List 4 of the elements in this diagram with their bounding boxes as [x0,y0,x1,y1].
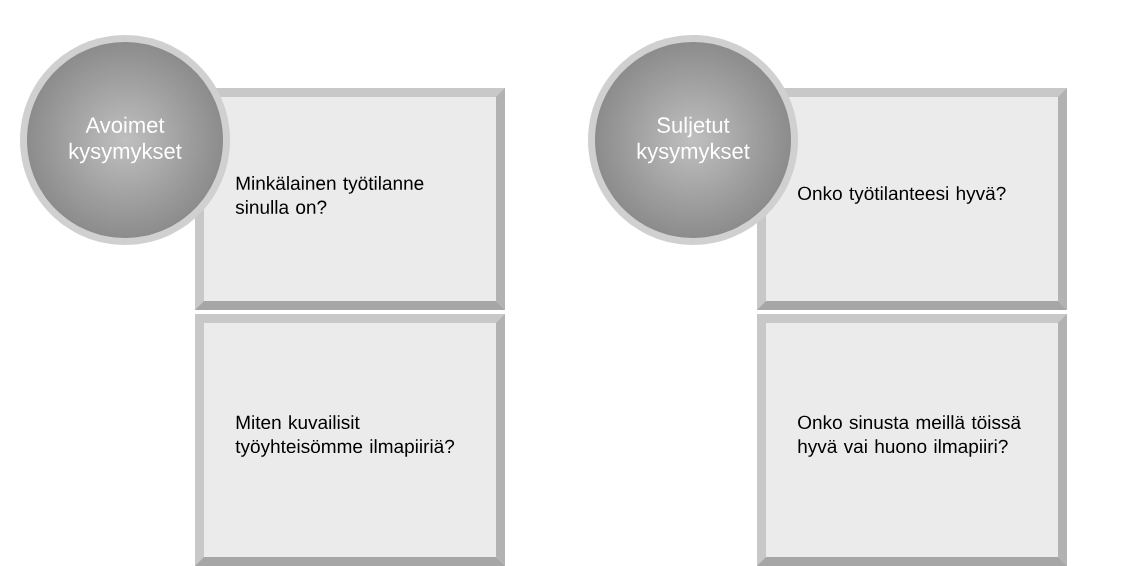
question-box: Onko sinusta meillä töissä hyvä vai huono ilmapiiri? [757,314,1067,566]
question-box: Miten kuvailisit työyhteisömme ilmapiiriä? [195,314,505,566]
question-box: Onko työtilanteesi hyvä? [757,88,1067,310]
question-box: Minkälainen työtilanne sinulla on? [195,88,505,310]
